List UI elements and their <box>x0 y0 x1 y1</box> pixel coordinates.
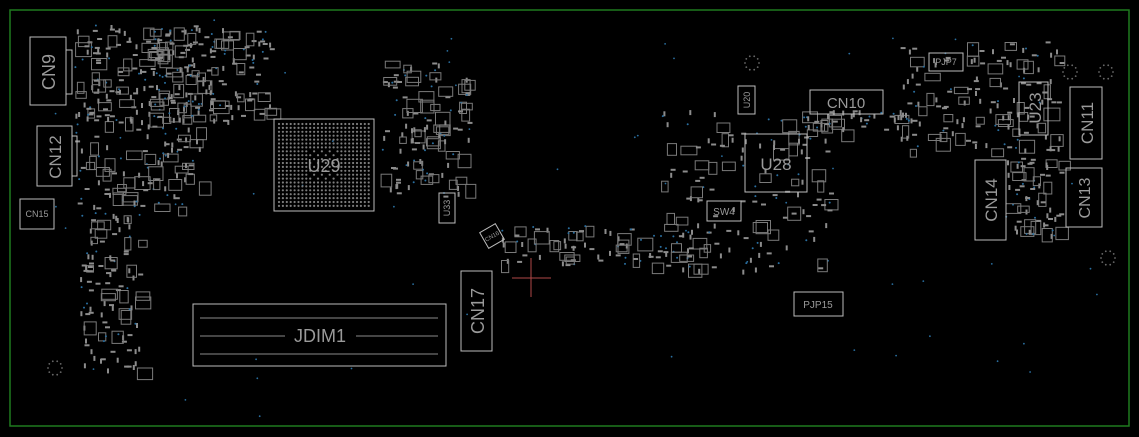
connector-cn9[interactable]: CN9 <box>29 36 73 106</box>
chip-u33[interactable]: U33 <box>438 192 456 224</box>
chip-u23[interactable]: U23 <box>1018 81 1049 136</box>
chip-u29[interactable]: U29 <box>273 118 375 212</box>
connector-jdim1[interactable]: JDIM1 <box>192 303 447 367</box>
cursor-crosshair <box>512 258 551 297</box>
connector-cn15[interactable]: CN15 <box>19 198 55 230</box>
u28-label: U28 <box>760 155 791 174</box>
chip-u20[interactable]: U20 <box>737 85 756 115</box>
cn11-label: CN11 <box>1078 102 1097 144</box>
connector-cn17[interactable]: CN17 <box>460 270 493 352</box>
cn14-label: CN14 <box>982 178 1001 221</box>
cn13-label: CN13 <box>1077 177 1094 218</box>
u29-ball-grid <box>277 122 370 207</box>
component-field <box>47 19 1116 418</box>
cn9-label: CN9 <box>39 54 59 90</box>
pjp7-label: PJP7 <box>935 57 957 67</box>
cn10-label: CN10 <box>827 95 865 112</box>
connector-cn12[interactable]: CN12 <box>36 125 78 187</box>
sw4-label: SW4 <box>713 207 735 218</box>
cn12-label: CN12 <box>46 135 65 178</box>
u33-label: U33 <box>442 200 452 217</box>
jumper-pjp15[interactable]: PJP15 <box>793 291 844 317</box>
connector-cn13[interactable]: CN13 <box>1065 167 1103 228</box>
jdim1-label: JDIM1 <box>294 326 346 346</box>
connector-cn14[interactable]: CN14 <box>974 159 1007 241</box>
connector-cn10[interactable]: CN10 <box>809 89 884 115</box>
cn15-label: CN15 <box>25 209 48 219</box>
u29-label: U29 <box>307 156 340 176</box>
cn17-label: CN17 <box>468 288 488 334</box>
pjp15-label: PJP15 <box>803 300 833 311</box>
chip-u28[interactable]: U28 <box>744 133 808 193</box>
switch-sw4[interactable]: SW4 <box>706 200 742 222</box>
board-outline <box>9 9 1130 427</box>
u23-label: U23 <box>1026 92 1045 123</box>
u20-label: U20 <box>742 92 752 109</box>
connector-cn11[interactable]: CN11 <box>1069 86 1103 160</box>
jumper-pjp7[interactable]: PJP7 <box>928 52 964 72</box>
